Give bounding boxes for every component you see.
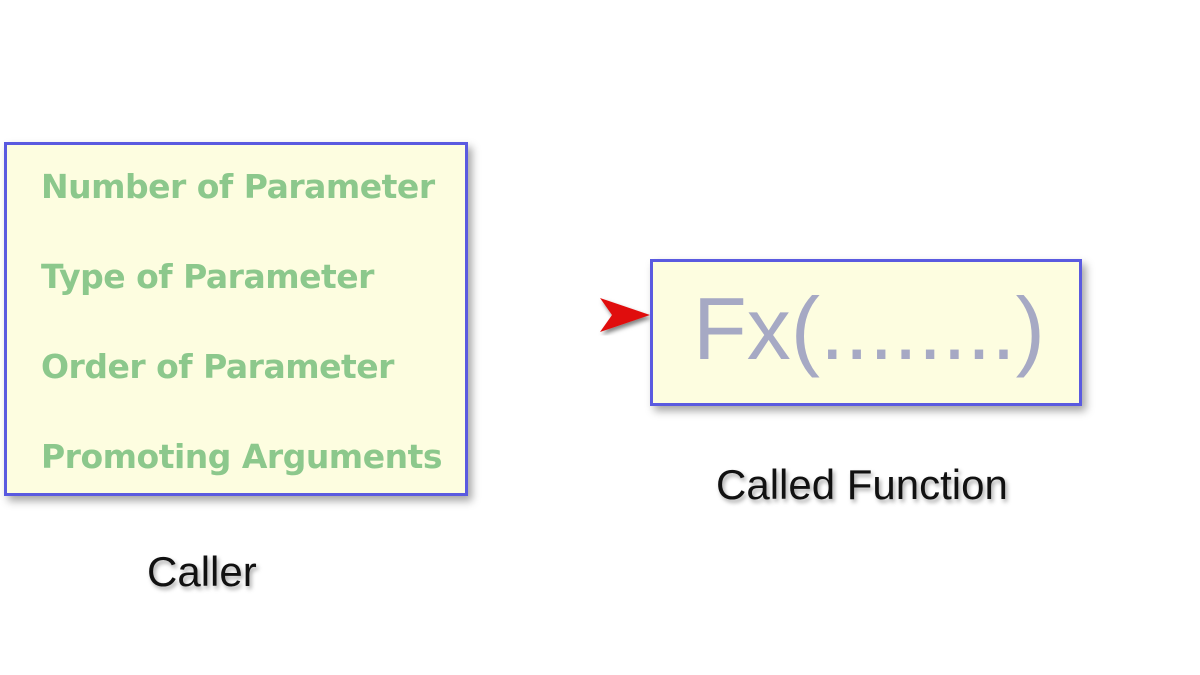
caller-item-promoting: Promoting Arguments bbox=[41, 437, 443, 476]
caller-item-type: Type of Parameter bbox=[41, 257, 374, 296]
arrowhead-icon bbox=[600, 298, 650, 332]
caller-item-order: Order of Parameter bbox=[41, 347, 394, 386]
caller-box: Number of Parameter Type of Parameter Or… bbox=[4, 142, 468, 496]
caller-label: Caller bbox=[147, 548, 257, 595]
called-function-label: Called Function bbox=[716, 461, 1008, 508]
called-function-box: Fx(........) bbox=[650, 259, 1082, 406]
caller-item-number: Number of Parameter bbox=[41, 167, 435, 206]
function-signature: Fx(........) bbox=[693, 279, 1045, 378]
